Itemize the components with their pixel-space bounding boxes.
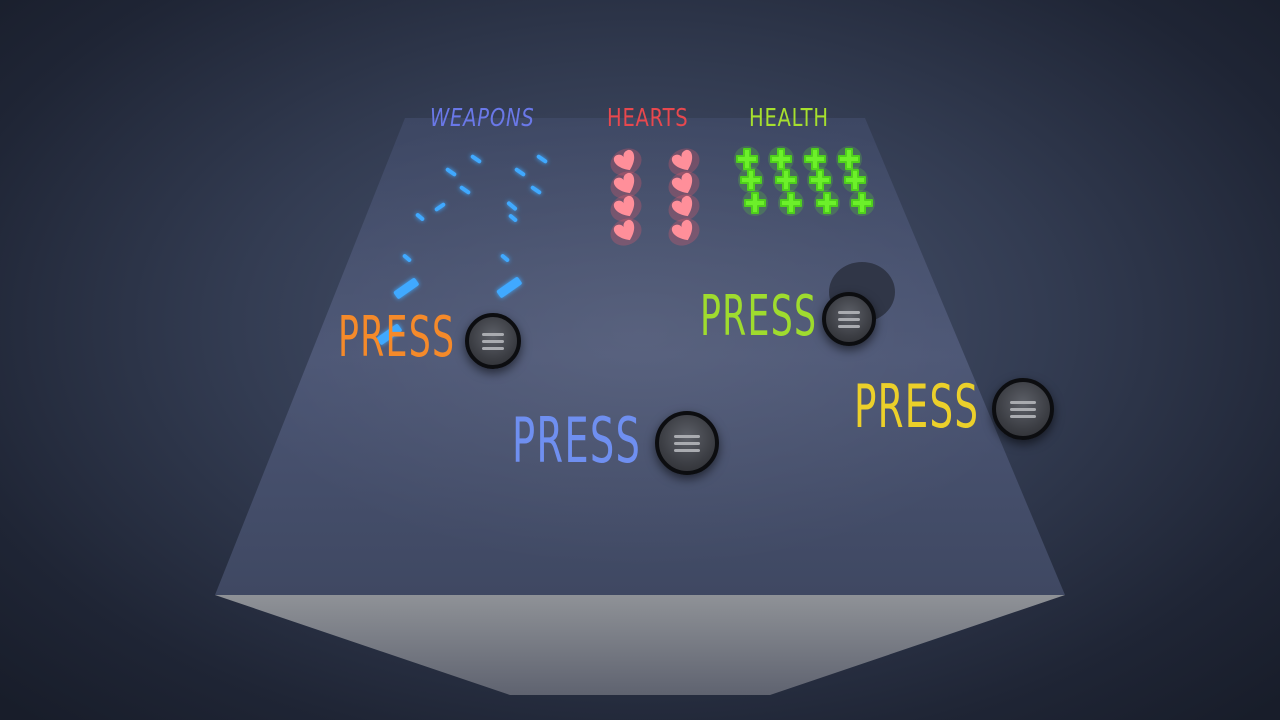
menu-icon <box>674 434 700 452</box>
press-label-green: PRESS <box>700 284 818 349</box>
health-cross-icon <box>814 190 840 216</box>
heart-icon <box>610 194 642 222</box>
weapon-icon <box>376 324 402 345</box>
weapon-icon <box>514 167 526 177</box>
heart-icon <box>668 148 700 176</box>
heart-icon <box>668 194 700 222</box>
press-button-blue[interactable] <box>655 411 719 475</box>
heart-icon <box>610 218 642 246</box>
health-cross-icon <box>773 167 799 193</box>
weapon-icon <box>530 185 542 195</box>
heart-icon <box>610 171 642 199</box>
weapon-icon <box>434 202 446 212</box>
health-cross-icon <box>849 190 875 216</box>
weapon-icon <box>506 201 518 211</box>
health-cross-icon <box>807 167 833 193</box>
weapon-icon <box>459 185 471 195</box>
heart-icons <box>610 148 700 246</box>
press-label-orange: PRESS <box>338 305 456 370</box>
weapon-icon <box>445 167 457 177</box>
weapon-icon <box>496 277 522 298</box>
press-label-blue: PRESS <box>512 404 642 477</box>
weapon-icon <box>393 278 419 299</box>
hearts-title: HEARTS <box>607 103 689 132</box>
health-cross-icon <box>842 167 868 193</box>
menu-icon <box>1010 400 1036 418</box>
health-cross-icon <box>778 190 804 216</box>
menu-icon <box>482 332 504 350</box>
press-label-yellow: PRESS <box>854 372 980 442</box>
heart-icon <box>610 148 642 176</box>
weapon-icon <box>402 254 412 262</box>
weapon-icon <box>470 154 482 164</box>
menu-icon <box>838 310 860 328</box>
health-cross-icon <box>738 167 764 193</box>
weapon-icon <box>500 254 510 262</box>
heart-icon <box>668 218 700 246</box>
weapons-title: WEAPONS <box>430 103 535 132</box>
weapon-icons <box>376 154 548 345</box>
health-title: HEALTH <box>749 103 829 132</box>
press-button-orange[interactable] <box>465 313 521 369</box>
health-cross-icon <box>742 190 768 216</box>
weapon-icon <box>415 213 425 221</box>
weapon-icon <box>508 214 518 222</box>
weapon-icon <box>536 154 548 164</box>
press-button-yellow[interactable] <box>992 378 1054 440</box>
table-front <box>215 595 1065 695</box>
press-button-green[interactable] <box>822 292 876 346</box>
health-icons <box>734 146 875 216</box>
table-top-highlight <box>215 118 1065 595</box>
heart-icon <box>668 171 700 199</box>
